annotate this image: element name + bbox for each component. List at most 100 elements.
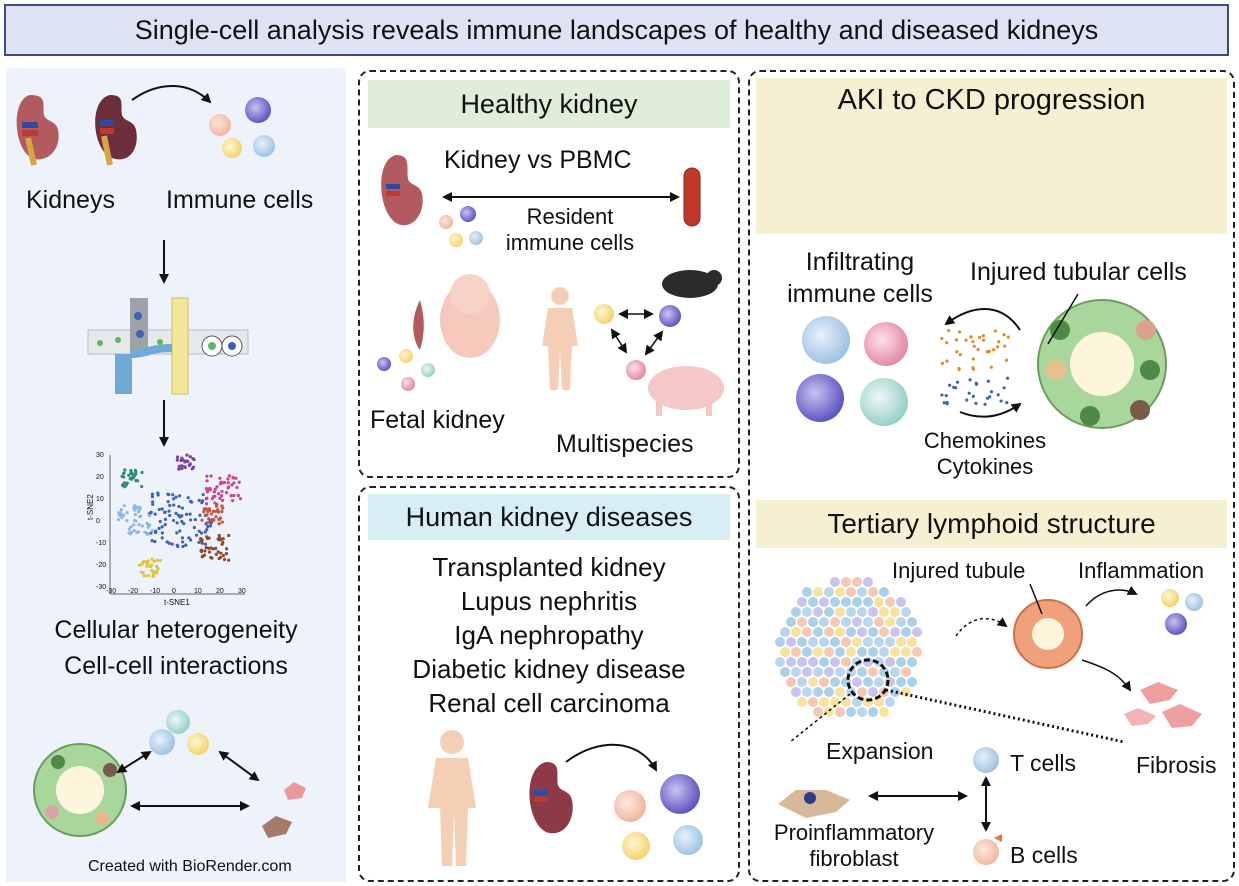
tls-cell xyxy=(802,687,812,697)
tsne-point xyxy=(127,527,131,531)
microfluidics-device-icon xyxy=(87,297,249,395)
fibroblast-icon-pink xyxy=(284,782,306,800)
tsne-point xyxy=(168,503,172,508)
tsne-point xyxy=(157,507,161,512)
tsne-point xyxy=(160,525,164,529)
tsne-point xyxy=(223,480,227,485)
tls-cell xyxy=(819,637,829,647)
tsne-point xyxy=(203,542,208,546)
tls-cell xyxy=(896,597,906,607)
chemokine-dot xyxy=(957,367,961,372)
tsne-point xyxy=(119,508,123,512)
tls-cell xyxy=(868,707,878,717)
tsne-point xyxy=(172,503,176,507)
tsne-point xyxy=(206,517,211,521)
tsne-point xyxy=(166,500,170,504)
tsne-point xyxy=(150,563,154,567)
tls-cell xyxy=(808,697,818,707)
tsne-ytick: 20 xyxy=(96,474,104,481)
tls-cell xyxy=(874,617,884,627)
cytokines-label: Cytokines xyxy=(936,454,1034,479)
t-cells-label: T cells xyxy=(1010,750,1077,776)
tsne-point xyxy=(167,492,171,497)
tsne-point xyxy=(202,507,206,511)
tsne-point xyxy=(205,490,210,494)
injured-tubule-pointer xyxy=(1029,583,1043,615)
tsne-point xyxy=(121,484,125,488)
fetal-kidney-label: Fetal kidney xyxy=(370,406,505,434)
tls-cell xyxy=(802,607,812,617)
tsne-point xyxy=(123,468,127,472)
tsne-xlabel: t-SNE1 xyxy=(164,598,190,607)
tsne-point xyxy=(184,543,188,547)
tls-cell xyxy=(802,587,812,597)
tls-cell xyxy=(885,657,895,667)
tsne-point xyxy=(171,518,176,523)
tls-cell xyxy=(819,677,829,687)
tsne-point xyxy=(178,515,182,519)
tls-cell xyxy=(841,617,851,627)
tls-cell xyxy=(846,587,856,597)
tsne-point xyxy=(221,498,225,503)
tsne-point xyxy=(154,570,158,574)
tsne-ytick: 10 xyxy=(96,496,104,503)
tsne-point xyxy=(146,525,150,529)
chemokine-dot xyxy=(985,396,990,400)
tls-cell xyxy=(813,667,823,677)
tsne-point xyxy=(125,511,129,515)
tls-cell xyxy=(852,617,862,627)
proinflammatory-fibroblast-icon xyxy=(778,790,850,818)
tls-cell xyxy=(835,627,845,637)
tsne-point xyxy=(207,508,211,513)
tls-cell xyxy=(868,587,878,597)
t-cell-icon xyxy=(973,747,999,773)
chemokine-dot xyxy=(1005,376,1010,380)
tsne-point xyxy=(188,512,192,516)
tls-cell xyxy=(841,577,851,587)
tsne-point xyxy=(167,509,171,513)
infiltrating-label-1: Infiltrating xyxy=(805,248,915,276)
tsne-point xyxy=(181,540,185,544)
tubule-to-fibrosis-arrow xyxy=(1081,659,1132,692)
tsne-point xyxy=(204,545,208,550)
tls-cell xyxy=(835,687,845,697)
tls-cell xyxy=(797,677,807,687)
chemokine-dot xyxy=(968,378,972,382)
b-cells-label: B cells xyxy=(1010,842,1078,868)
tls-cell xyxy=(841,637,851,647)
tsne-point xyxy=(220,542,224,546)
resident-cells-icon xyxy=(439,206,483,247)
tls-cell xyxy=(857,627,867,637)
chemokine-dot xyxy=(989,365,993,369)
healthy-kidney-header: Healthy kidney xyxy=(368,80,730,128)
tsne-point xyxy=(219,537,223,542)
tsne-point xyxy=(135,531,139,535)
heterogeneity-label: Cellular heterogeneity xyxy=(54,616,298,644)
chemokine-dot xyxy=(972,344,976,348)
disease-list: Transplanted kidney Lupus nephritis IgA … xyxy=(362,550,736,720)
tsne-point xyxy=(205,474,209,478)
tls-cell xyxy=(830,597,840,607)
tls-cell xyxy=(907,637,917,647)
biorender-credit: Created with BioRender.com xyxy=(88,858,292,875)
tls-cell xyxy=(890,667,900,677)
tsne-point xyxy=(145,564,149,568)
tsne-point xyxy=(214,546,218,550)
tls-injured-tubule-icon xyxy=(1013,599,1083,669)
tsne-point xyxy=(205,528,209,532)
injured-tubular-label: Injured tubular cells xyxy=(970,258,1187,286)
tsne-point xyxy=(188,463,192,467)
tsne-point xyxy=(230,483,234,487)
tls-cell xyxy=(890,627,900,637)
chemokine-to-cells-arrow xyxy=(944,308,1021,331)
tsne-point xyxy=(209,474,213,478)
tls-cell xyxy=(835,647,845,657)
tls-cell xyxy=(791,607,801,617)
human-figure-icon xyxy=(542,287,578,390)
tls-cell xyxy=(808,657,818,667)
tls-cell xyxy=(819,617,829,627)
tls-cell xyxy=(786,657,796,667)
tsne-point xyxy=(207,546,211,550)
tsne-point xyxy=(156,491,160,495)
tls-cell xyxy=(857,667,867,677)
